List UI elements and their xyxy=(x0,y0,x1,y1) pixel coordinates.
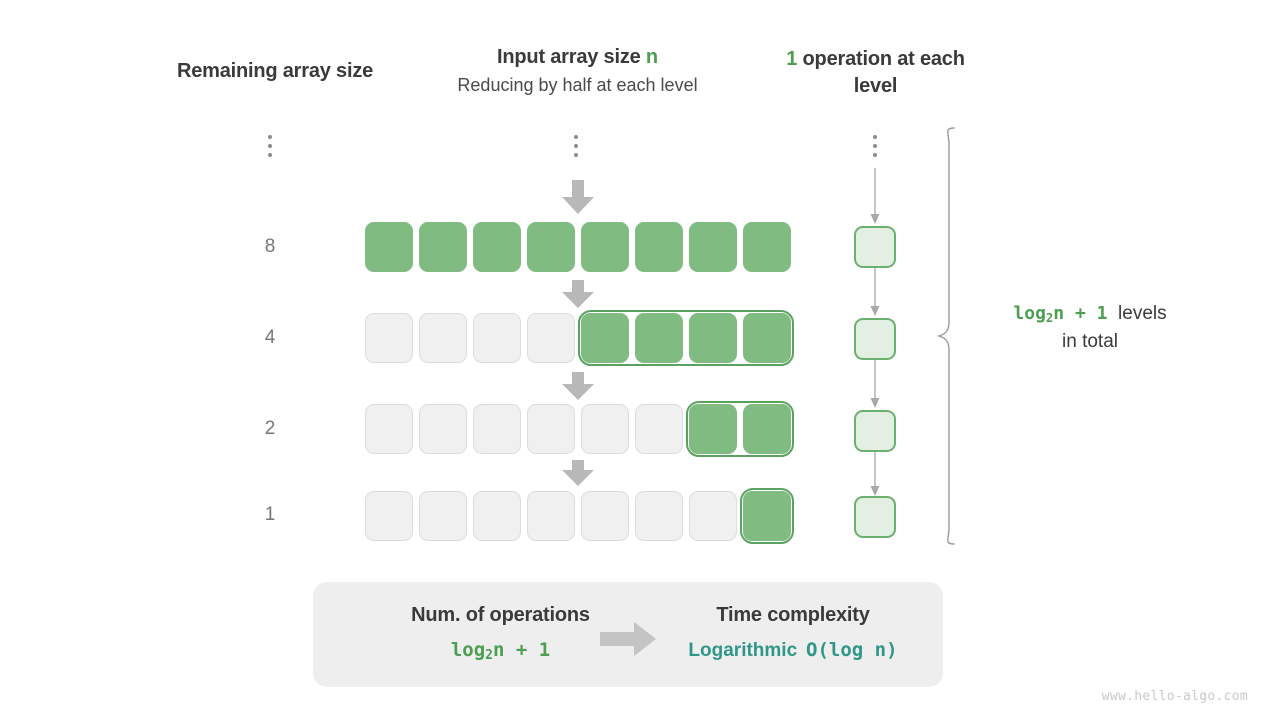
array-cell xyxy=(416,219,470,275)
levels-formula-rest: n + 1 xyxy=(1053,303,1108,324)
array-cell xyxy=(362,488,416,544)
levels-formula-base: 2 xyxy=(1045,311,1054,325)
size-label-row-2: 2 xyxy=(264,418,276,439)
dot-icon xyxy=(873,135,877,139)
array-cell xyxy=(686,488,740,544)
array-cell xyxy=(632,219,686,275)
operation-box-0 xyxy=(854,226,896,268)
levels-brace xyxy=(936,126,962,551)
array-cell xyxy=(524,401,578,457)
header-input-array-size-line1: Input array size n xyxy=(400,46,755,69)
summary-complexity-notation: O(log n) xyxy=(806,639,898,661)
operation-box-1 xyxy=(854,318,896,360)
array-cell xyxy=(740,310,794,366)
array-cell xyxy=(362,401,416,457)
split-arrow-0 xyxy=(562,180,594,214)
array-cell xyxy=(362,310,416,366)
split-arrow-3 xyxy=(562,460,594,486)
levels-formula: log2n + 1 xyxy=(1013,303,1108,325)
summary-complexity-column: Time complexity Logarithmic O(log n) xyxy=(663,604,923,662)
size-label-row-0: 8 xyxy=(264,236,276,257)
levels-annotation-label: levels xyxy=(1118,303,1167,324)
header-input-array-size: Input array size n Reducing by half at e… xyxy=(400,46,755,96)
summary-complexity-value: Logarithmic O(log n) xyxy=(663,639,923,662)
split-arrow-2 xyxy=(562,372,594,400)
summary-operations-value: log2n + 1 xyxy=(348,639,653,663)
split-arrow-1 xyxy=(562,280,594,308)
ellipsis-array-column xyxy=(571,135,581,157)
array-cell xyxy=(524,488,578,544)
header-operation-per-level: 1 operation at each level xyxy=(778,46,973,100)
header-input-array-size-symbol: n xyxy=(645,46,658,68)
array-cell xyxy=(416,310,470,366)
dot-icon xyxy=(574,144,578,148)
watermark: www.hello-algo.com xyxy=(1101,689,1248,704)
header-reducing-by-half: Reducing by half at each level xyxy=(457,75,698,95)
operation-connector-3 xyxy=(869,452,881,498)
array-cell xyxy=(632,488,686,544)
array-cell xyxy=(740,488,794,544)
array-cell xyxy=(470,401,524,457)
array-cell xyxy=(686,219,740,275)
array-cell xyxy=(686,401,740,457)
operation-box-2 xyxy=(854,410,896,452)
dot-icon xyxy=(268,153,272,157)
array-cell xyxy=(578,401,632,457)
array-cell xyxy=(524,219,578,275)
ellipsis-operation-column xyxy=(870,135,880,157)
levels-annotation: log2n + 1 levels in total xyxy=(975,300,1205,355)
summary-operations-rest: n + 1 xyxy=(492,639,551,661)
array-cell xyxy=(578,219,632,275)
summary-complexity-title: Time complexity xyxy=(716,604,870,626)
array-cell xyxy=(578,488,632,544)
array-row-3 xyxy=(362,488,794,544)
dot-icon xyxy=(574,135,578,139)
array-row-1 xyxy=(362,310,794,366)
array-cell xyxy=(470,310,524,366)
summary-operations-base: 2 xyxy=(485,648,493,663)
summary-arrow-icon xyxy=(600,622,656,656)
dot-icon xyxy=(268,135,272,139)
array-cell xyxy=(740,401,794,457)
levels-annotation-line2: in total xyxy=(1062,330,1118,352)
summary-operations-column: Num. of operations log2n + 1 xyxy=(348,604,653,663)
header-input-array-size-text: Input array size xyxy=(497,46,646,68)
array-cell xyxy=(470,219,524,275)
array-cell xyxy=(578,310,632,366)
array-cell xyxy=(416,401,470,457)
array-cell xyxy=(686,310,740,366)
header-operation-count: 1 xyxy=(786,48,798,70)
array-row-0 xyxy=(362,219,794,275)
operation-box-3 xyxy=(854,496,896,538)
ellipsis-size-column xyxy=(265,135,275,157)
array-cell xyxy=(362,219,416,275)
summary-complexity-word: Logarithmic xyxy=(688,640,798,661)
dot-icon xyxy=(268,144,272,148)
array-cell xyxy=(632,401,686,457)
levels-formula-log: log xyxy=(1013,303,1046,324)
levels-annotation-line1: log2n + 1 levels xyxy=(975,300,1205,328)
array-cell xyxy=(470,488,524,544)
header-remaining-array-size: Remaining array size xyxy=(176,60,374,82)
size-label-row-3: 1 xyxy=(264,504,276,525)
summary-panel: Num. of operations log2n + 1 Time comple… xyxy=(313,582,943,687)
size-label-row-1: 4 xyxy=(264,327,276,348)
operation-connector-2 xyxy=(869,360,881,410)
array-cell xyxy=(416,488,470,544)
header-operation-text: operation at each level xyxy=(797,48,965,97)
array-cell xyxy=(524,310,578,366)
dot-icon xyxy=(873,153,877,157)
dot-icon xyxy=(574,153,578,157)
array-cell xyxy=(632,310,686,366)
operation-connector-0 xyxy=(869,168,881,226)
array-row-2 xyxy=(362,401,794,457)
operation-connector-1 xyxy=(869,268,881,318)
summary-operations-log: log xyxy=(450,639,486,661)
dot-icon xyxy=(873,144,877,148)
summary-operations-title: Num. of operations xyxy=(411,604,590,626)
array-cell xyxy=(740,219,794,275)
